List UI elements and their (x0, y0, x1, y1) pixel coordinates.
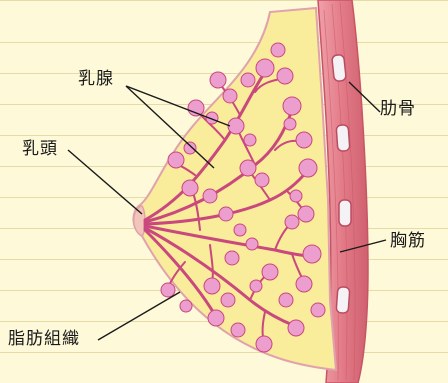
leader-fat (98, 292, 180, 340)
label-pectoral-muscle: 胸筋 (390, 226, 426, 251)
rib-4 (336, 287, 350, 314)
rib-2 (336, 125, 350, 152)
breast-fat-tissue (133, 8, 336, 370)
rib-1 (332, 54, 347, 81)
label-mammary-gland: 乳腺 (78, 64, 114, 89)
rib-3 (339, 200, 351, 226)
label-nipple: 乳頭 (22, 134, 58, 159)
label-adipose-tissue: 脂肪組織 (8, 324, 80, 349)
nipple (134, 206, 145, 236)
label-rib: 肋骨 (380, 94, 416, 119)
leader-nipple (68, 150, 142, 214)
